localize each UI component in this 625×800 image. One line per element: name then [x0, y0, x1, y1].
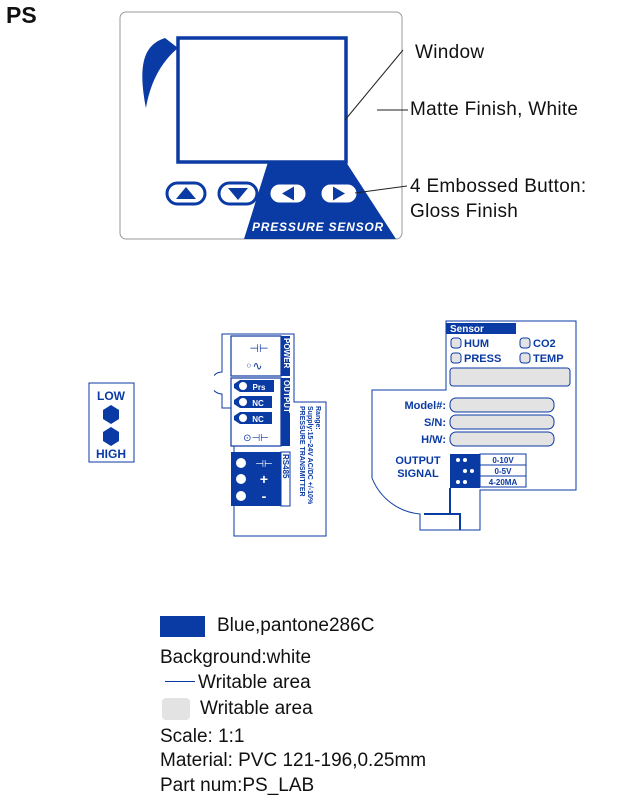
legend-background: Background:white: [160, 647, 312, 668]
legend-blue: Blue,pantone286C: [217, 615, 375, 636]
minus-text: -: [262, 488, 267, 504]
hexagon-icon: [103, 427, 119, 446]
output-signal-line2: SIGNAL: [397, 468, 439, 480]
arrow-up-icon: [176, 187, 196, 199]
cut-line: [424, 513, 461, 530]
legend-writable-line: Writable area: [198, 672, 311, 693]
leader-buttons: [354, 185, 408, 194]
checkbox: [450, 337, 462, 349]
low-high-label: LOW HIGH: [88, 382, 135, 463]
ac-symbol-icon: ◦∿: [245, 359, 262, 373]
writable-line-swatch: [165, 681, 195, 682]
arrow-down-icon: [228, 188, 248, 200]
brand-text: PRESSURE SENSOR: [252, 220, 384, 234]
up-button[interactable]: [165, 181, 207, 206]
range-0-10v: 0-10V: [492, 456, 514, 465]
model-label: Model#:: [404, 400, 446, 412]
side-text-line3: Range:: [314, 406, 321, 430]
svg-text:Prs: Prs: [253, 383, 266, 392]
legend-scale: Scale: 1:1: [160, 726, 245, 747]
legend-writable-grey: Writable area: [200, 698, 313, 719]
checkbox: [519, 337, 531, 349]
blue-swatch: [160, 616, 205, 637]
terminal-nc-1: NC: [234, 396, 272, 408]
display-window: [176, 36, 348, 164]
right-button[interactable]: [318, 181, 360, 206]
arrow-right-icon: [333, 186, 345, 201]
callout-buttons-line1: 4 Embossed Button:: [410, 176, 587, 197]
legend-material: Material: PVC 121-196,0.25mm: [160, 750, 427, 771]
high-text: HIGH: [96, 447, 126, 461]
info-label: Sensor HUM CO2 PRESS TEMP Model#: S/N: H…: [371, 320, 577, 531]
option-press: PRESS: [464, 353, 501, 365]
leader-window: [344, 49, 404, 121]
ground-symbol-icon: ⊣⊢: [249, 342, 268, 355]
page-title: PS: [6, 2, 37, 28]
rs485-text: RS485: [281, 454, 290, 479]
svg-text:NC: NC: [252, 415, 264, 424]
option-hum: HUM: [464, 338, 489, 350]
low-text: LOW: [97, 389, 126, 403]
side-text-line2: Supply:15~24V AC/DC +/-10%: [306, 406, 313, 505]
svg-text:NC: NC: [252, 399, 264, 408]
hw-field: [449, 431, 555, 447]
model-field: [449, 397, 555, 413]
front-panel-diagram: PRESSURE SENSOR: [119, 11, 408, 240]
option-co2: CO2: [533, 338, 556, 350]
side-text-line1: PRESSURE TRANSMITTER: [298, 406, 305, 497]
terminal-prs: Prs: [234, 380, 274, 392]
range-0-5v: 0-5V: [495, 467, 513, 476]
output-signal-line1: OUTPUT: [395, 455, 441, 467]
callout-buttons-line2: Gloss Finish: [410, 201, 519, 222]
blue-footer-band: [244, 162, 396, 239]
range-4-20ma: 4-20MA: [489, 478, 518, 487]
output-text: OUTPUT: [282, 380, 291, 413]
sensor-header: Sensor: [450, 324, 484, 335]
callout-window: Window: [415, 42, 485, 63]
arrow-left-icon: [282, 186, 294, 201]
terminal-nc-2: NC: [234, 412, 272, 424]
writable-field: [449, 367, 571, 387]
power-text: POWER: [282, 338, 291, 368]
callout-matte-finish: Matte Finish, White: [410, 99, 579, 120]
ground-symbol-icon: ⊣⊢: [255, 459, 272, 470]
option-temp: TEMP: [533, 353, 564, 365]
ground-symbol-icon: ⊙⊣⊢: [243, 433, 269, 444]
sn-field: [449, 414, 555, 430]
down-button[interactable]: [217, 181, 259, 206]
hw-label: H/W:: [421, 434, 446, 446]
terminal-label: ⊣⊢ ◦∿ POWER OUTPUT Prs NC NC ⊙⊣⊢ RS485 ⊣…: [214, 333, 327, 537]
writable-grey-swatch: [162, 698, 190, 720]
swoosh-graphic: [142, 38, 178, 108]
checkbox: [450, 352, 462, 364]
checkbox: [519, 352, 531, 364]
plus-text: +: [260, 471, 268, 487]
sn-label: S/N:: [424, 417, 446, 429]
legend-part: Part num:PS_LAB: [160, 775, 315, 796]
hexagon-icon: [103, 405, 119, 424]
left-button[interactable]: [267, 181, 309, 206]
